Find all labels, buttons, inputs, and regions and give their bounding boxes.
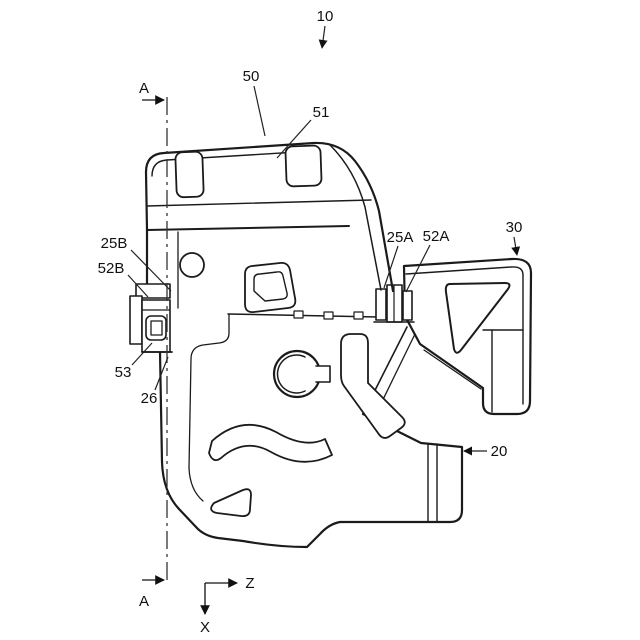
label-51: 51 bbox=[313, 104, 330, 121]
body-top-edge bbox=[146, 225, 350, 231]
label-10: 10 bbox=[317, 8, 334, 25]
arm-triangle-cutout bbox=[444, 282, 511, 354]
side-bracket-30 bbox=[402, 257, 533, 416]
label-52b: 52B bbox=[98, 260, 125, 277]
left-bracket bbox=[129, 283, 173, 353]
leader-50 bbox=[253, 85, 266, 137]
body-inner-bottom-curve bbox=[188, 467, 204, 502]
wave-slot bbox=[208, 423, 333, 463]
triangle-cutout bbox=[210, 488, 252, 518]
leader-51 bbox=[276, 119, 312, 159]
arm-underside-inner bbox=[423, 349, 482, 390]
leader-25b bbox=[130, 249, 172, 292]
housing-dome-curve bbox=[329, 144, 382, 291]
body-front-line bbox=[146, 199, 372, 207]
leader-lines bbox=[127, 25, 521, 456]
bent-slot bbox=[340, 333, 406, 439]
axis-z-label: Z bbox=[245, 575, 254, 592]
label-50: 50 bbox=[243, 68, 260, 85]
label-26: 26 bbox=[141, 390, 158, 407]
rib-tick-1 bbox=[293, 310, 304, 319]
center-hole-notch bbox=[315, 365, 331, 383]
leader-25a bbox=[383, 245, 399, 289]
center-hole-notch-fill bbox=[316, 366, 330, 382]
axis-x-label: X bbox=[200, 619, 210, 636]
arm-inner-top bbox=[405, 266, 524, 276]
label-30: 30 bbox=[506, 219, 523, 236]
section-label-bottom: A bbox=[139, 593, 149, 610]
center-hole-inner-arc bbox=[276, 354, 306, 394]
body-outline bbox=[158, 350, 464, 549]
rib-tick-3 bbox=[353, 311, 364, 320]
label-52a: 52A bbox=[423, 228, 450, 245]
label-25a: 25A bbox=[387, 229, 414, 246]
section-label-top: A bbox=[139, 80, 149, 97]
bracket-left-bar bbox=[129, 295, 143, 345]
small-hole bbox=[179, 252, 205, 278]
fitting-rect-3 bbox=[402, 290, 413, 321]
leader-26 bbox=[154, 356, 169, 391]
upper-cutout-inner bbox=[253, 271, 288, 302]
latch-inner bbox=[150, 320, 163, 336]
reference-numerals: 10 50 51 25B 52B 53 26 25A 52A 30 20 bbox=[98, 8, 523, 460]
leader-53 bbox=[131, 342, 153, 366]
label-53: 53 bbox=[115, 364, 132, 381]
housing-outline bbox=[144, 141, 395, 293]
section-line-a-a: A A bbox=[139, 80, 168, 610]
label-20: 20 bbox=[491, 443, 508, 460]
bracket-top-step bbox=[135, 283, 171, 299]
rib-tick-2 bbox=[323, 311, 334, 320]
label-25b: 25B bbox=[101, 235, 128, 252]
leader-52b bbox=[127, 274, 149, 298]
center-hole bbox=[272, 349, 322, 399]
coordinate-axes: Z X bbox=[200, 575, 255, 636]
leader-30 bbox=[511, 236, 521, 256]
housing-tab-right bbox=[284, 144, 323, 188]
body-inner-contour bbox=[188, 313, 230, 469]
fitting-rect-1 bbox=[375, 288, 387, 321]
upper-housing-50 bbox=[144, 141, 395, 293]
leader-52a bbox=[405, 244, 431, 293]
housing-tab-left bbox=[174, 150, 205, 199]
leader-10 bbox=[318, 25, 328, 49]
plate-cutouts bbox=[179, 252, 406, 518]
